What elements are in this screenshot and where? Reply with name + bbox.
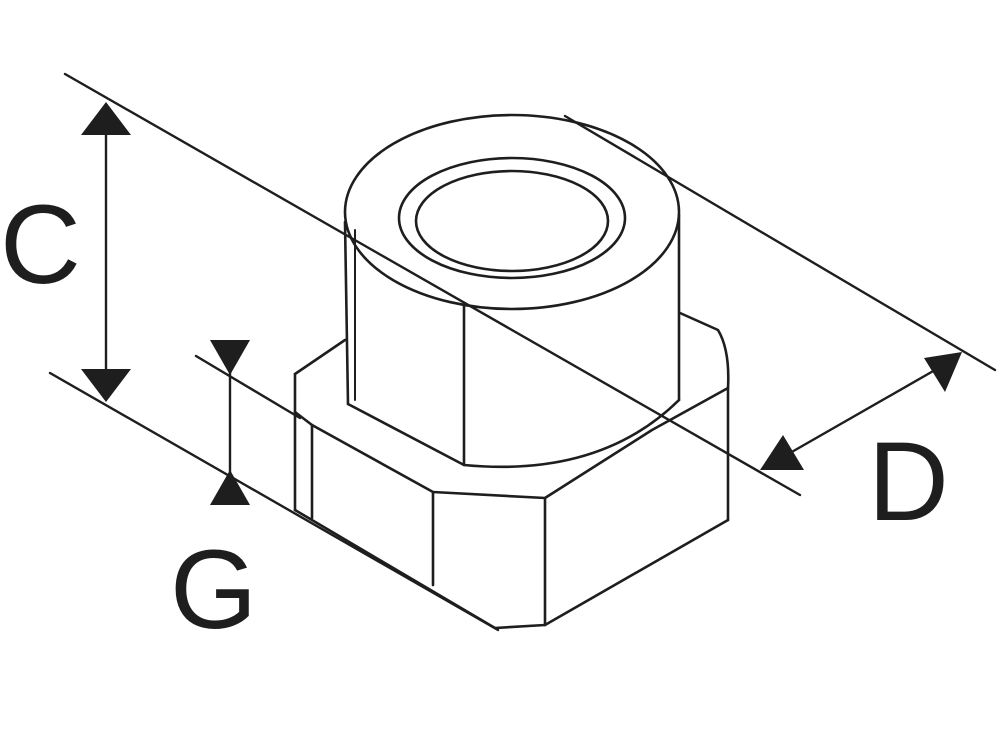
label-c: C [0,182,81,307]
upper-cylinder [343,113,681,469]
arrow-c-bottom [81,369,131,402]
base-top-outline [293,311,730,500]
extension-line-g [194,354,302,420]
label-g: G [170,527,257,652]
bore-outer-ellipse [397,156,627,280]
cylinder-left-side [343,220,350,406]
cylinder-top-ellipse [343,113,681,311]
cylinder-bottom-curve [462,398,681,469]
extension-line-d [563,114,997,372]
label-d: D [868,419,949,544]
base-flange [293,311,730,630]
arrow-g-top [210,340,250,375]
dimension-d: D [563,114,997,544]
extension-line-bottom [48,371,500,632]
dimension-d-line [788,368,937,455]
arrow-d-bottom [760,435,804,470]
arrow-g-bottom [210,470,250,505]
extension-line-top [63,72,802,497]
base-bottom-outline [293,508,730,630]
dimension-g: G [170,340,302,652]
dimension-c: C [0,72,802,632]
arrow-d-top [924,352,962,392]
base-vertical-edges [293,372,730,627]
cylinder-flat-face [346,303,466,467]
arrow-c-top [81,102,131,135]
bore-inner-ellipse [414,169,610,273]
